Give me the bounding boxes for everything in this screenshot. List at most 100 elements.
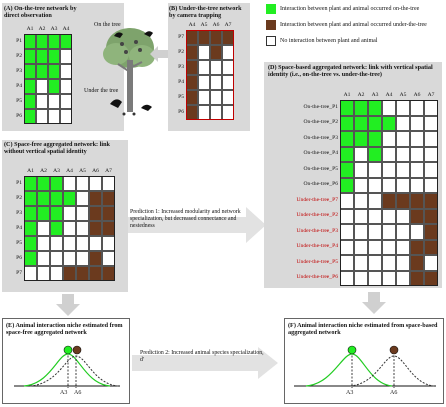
matrix-cell: [410, 224, 424, 240]
row-label-p7: P7: [178, 33, 184, 40]
matrix-cell: [382, 131, 396, 147]
matrix-cell: [76, 251, 89, 266]
row-label-p3: P3: [16, 209, 22, 216]
row-label-under-the-tree-p6: Under-the-tree_P6: [296, 274, 338, 281]
under-the-tree-label: Under the tree: [84, 88, 119, 94]
column-label-a3: A3: [371, 92, 379, 98]
matrix-cell: [382, 239, 396, 255]
matrix-cell: [354, 177, 368, 193]
matrix-cell: [37, 236, 50, 251]
matrix-cell: [63, 206, 76, 221]
matrix-cell: [198, 90, 210, 105]
matrix-cell: [368, 224, 382, 240]
row-label-under-the-tree-p5: Under-the-tree_P5: [296, 258, 338, 265]
prediction-2-text: Prediction 2: Increased animal species s…: [140, 350, 264, 363]
column-label-a7: A7: [105, 168, 112, 174]
matrix-cell: [198, 45, 210, 60]
matrix-cell: [36, 94, 48, 109]
matrix-cell: [354, 146, 368, 162]
column-label-a1: A1: [343, 92, 351, 98]
matrix-cell: [354, 131, 368, 147]
niche-f-label-a6: A6: [390, 390, 398, 396]
row-label-p6: P6: [16, 254, 22, 261]
row-label-on-the-tree-p3: On-the-tree_P3: [303, 134, 338, 141]
matrix-cell: [368, 146, 382, 162]
matrix-cell: [50, 221, 63, 236]
row-label-p5: P5: [16, 97, 22, 104]
matrix-cell: [48, 79, 60, 94]
arrow-b-to-tree: [150, 46, 168, 62]
matrix-cell: [50, 191, 63, 206]
matrix-cell: [396, 255, 410, 271]
panel-e-title: (E) Animal interaction niche estimated f…: [6, 322, 123, 336]
matrix-cell: [410, 115, 424, 131]
matrix-cell: [410, 193, 424, 209]
column-label-a2: A2: [357, 92, 365, 98]
matrix-cell: [354, 239, 368, 255]
row-label-p2: P2: [16, 52, 22, 59]
arrow-prediction-2: [132, 347, 278, 379]
row-label-p6: P6: [178, 108, 184, 115]
matrix-border: [24, 34, 72, 124]
matrix-cell: [368, 239, 382, 255]
matrix-cell: [368, 208, 382, 224]
row-label-p2: P2: [16, 194, 22, 201]
row-label-on-the-tree-p6: On-the-tree_P6: [303, 181, 338, 188]
matrix-cell: [396, 131, 410, 147]
matrix-cell: [410, 255, 424, 271]
matrix-cell: [354, 255, 368, 271]
matrix-cell: [396, 115, 410, 131]
matrix-cell: [36, 64, 48, 79]
row-label-on-the-tree-p1: On-the-tree_P1: [303, 103, 338, 110]
matrix-cell: [76, 191, 89, 206]
row-label-p1: P1: [16, 179, 22, 186]
panel-b-title: (B) Under-the-tree network by camera tra…: [169, 5, 242, 19]
panel-e: [2, 318, 130, 404]
matrix-cell: [410, 208, 424, 224]
matrix-cell: [63, 191, 76, 206]
matrix-cell: [382, 224, 396, 240]
matrix-cell: [36, 79, 48, 94]
legend-brown-swatch: [266, 20, 276, 30]
column-label-a2: A2: [38, 26, 46, 32]
matrix-cell: [368, 177, 382, 193]
legend-white-swatch: [266, 36, 276, 46]
matrix-cell: [48, 94, 60, 109]
legend-green-label: Interaction between plant and animal occ…: [280, 6, 420, 12]
matrix-border: [186, 30, 234, 120]
matrix-cell: [410, 162, 424, 178]
legend-green-swatch: [266, 4, 276, 14]
matrix-cell: [382, 115, 396, 131]
legend-white-label: No interaction between plant and animal: [280, 38, 378, 44]
column-label-a4: A4: [66, 168, 73, 174]
matrix-cell: [89, 251, 102, 266]
row-label-p3: P3: [16, 67, 22, 74]
matrix-cell: [63, 221, 76, 236]
niche-e-label-a6: A6: [74, 390, 82, 396]
matrix-cell: [89, 191, 102, 206]
column-label-a6: A6: [413, 92, 421, 98]
matrix-cell: [89, 236, 102, 251]
matrix-cell: [396, 177, 410, 193]
matrix-cell: [368, 115, 382, 131]
panel-f-title: (F) Animal interaction niche estimated f…: [288, 322, 438, 336]
row-label-p1: P1: [16, 37, 22, 44]
row-label-p5: P5: [16, 239, 22, 246]
row-label-under-the-tree-p4: Under-the-tree_P4: [296, 243, 338, 250]
row-label-on-the-tree-p5: On-the-tree_P5: [303, 165, 338, 172]
matrix-cell: [37, 221, 50, 236]
matrix-border: [340, 100, 438, 286]
matrix-cell: [210, 60, 222, 75]
matrix-cell: [382, 255, 396, 271]
matrix-cell: [50, 251, 63, 266]
row-label-under-the-tree-p7: Under-the-tree_P7: [296, 196, 338, 203]
matrix-cell: [382, 193, 396, 209]
tree-illustration: [103, 28, 155, 116]
matrix-cell: [37, 206, 50, 221]
panel-a-title: (A) On-the-tree network by direct observ…: [4, 5, 77, 19]
row-label-p6: P6: [16, 112, 22, 119]
row-label-p4: P4: [16, 224, 22, 231]
panel-f: [284, 318, 444, 404]
niche-curves-e: [14, 345, 120, 388]
matrix-cell: [198, 60, 210, 75]
